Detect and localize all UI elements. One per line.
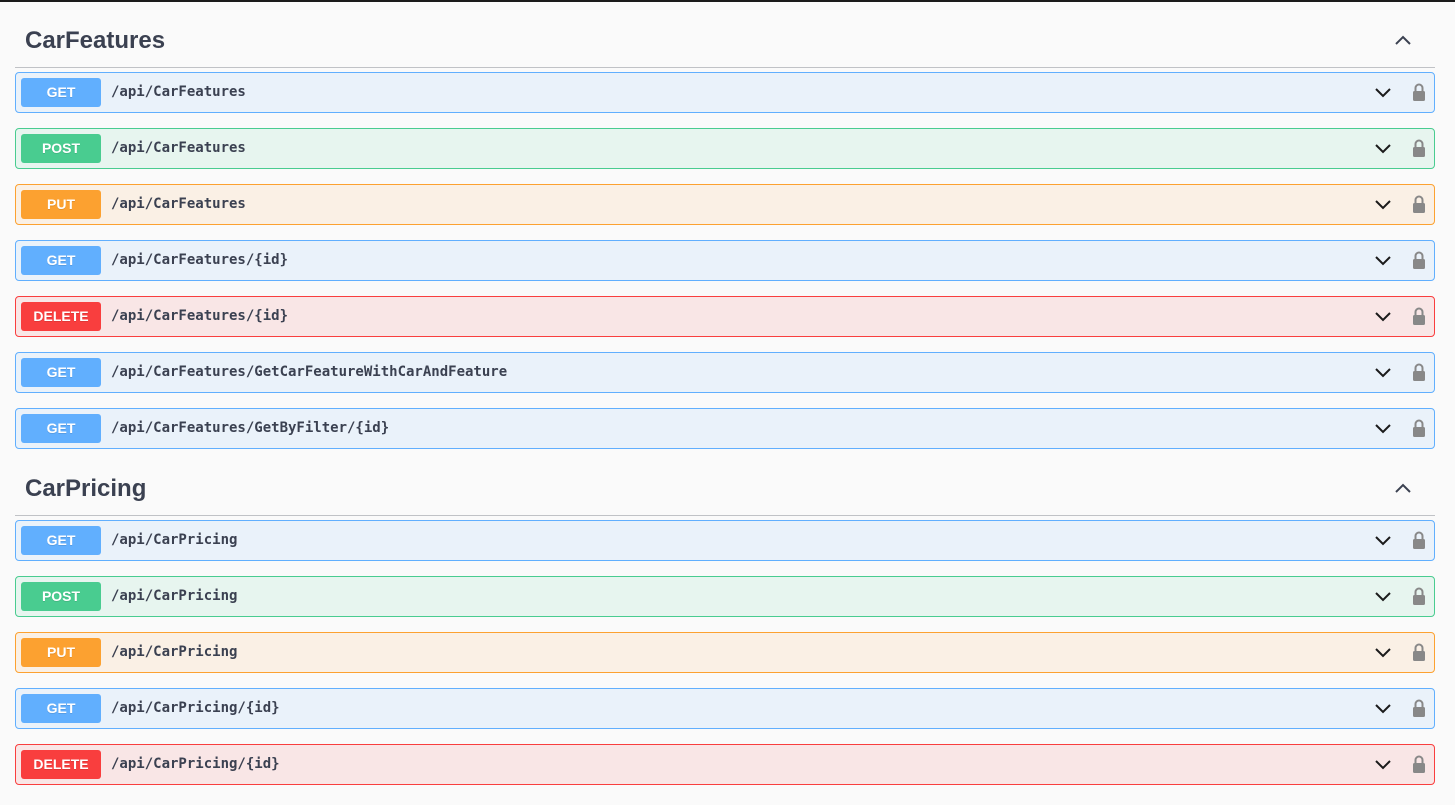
operation-path: /api/CarFeatures: [111, 84, 246, 100]
chevron-down-icon[interactable]: [1374, 646, 1392, 660]
section-title[interactable]: CarPricing: [25, 475, 147, 502]
chevron-down-icon[interactable]: [1374, 254, 1392, 268]
chevron-down-icon[interactable]: [1374, 422, 1392, 436]
tag-section-carfeatures: CarFeatures GET /api/CarFeatures POST /a…: [15, 2, 1435, 464]
method-badge: DELETE: [21, 750, 101, 779]
lock-icon[interactable]: [1412, 642, 1426, 662]
operation-path: /api/CarFeatures/{id}: [111, 252, 289, 268]
chevron-down-icon[interactable]: [1374, 366, 1392, 380]
operation-row[interactable]: GET /api/CarFeatures: [15, 72, 1435, 113]
operation-row[interactable]: GET /api/CarFeatures/{id}: [15, 240, 1435, 281]
chevron-down-icon[interactable]: [1374, 198, 1392, 212]
operation-path: /api/CarPricing: [111, 644, 238, 660]
chevron-down-icon[interactable]: [1374, 534, 1392, 548]
lock-icon[interactable]: [1412, 250, 1426, 270]
operation-row[interactable]: DELETE /api/CarFeatures/{id}: [15, 296, 1435, 337]
method-badge: PUT: [21, 638, 101, 667]
operation-row[interactable]: DELETE /api/CarPricing/{id}: [15, 744, 1435, 785]
method-badge: GET: [21, 526, 101, 555]
chevron-down-icon[interactable]: [1374, 758, 1392, 772]
operation-path: /api/CarPricing: [111, 588, 238, 604]
lock-icon[interactable]: [1412, 698, 1426, 718]
tag-header[interactable]: CarFeatures: [15, 2, 1435, 68]
operation-row[interactable]: GET /api/CarPricing/{id}: [15, 688, 1435, 729]
operation-row[interactable]: GET /api/CarPricing: [15, 520, 1435, 561]
operation-path: /api/CarFeatures: [111, 196, 246, 212]
operation-path: /api/CarFeatures/GetCarFeatureWithCarAnd…: [111, 364, 508, 380]
method-badge: GET: [21, 246, 101, 275]
lock-icon[interactable]: [1412, 306, 1426, 326]
chevron-down-icon[interactable]: [1374, 86, 1392, 100]
method-badge: GET: [21, 358, 101, 387]
operation-path: /api/CarPricing/{id}: [111, 756, 280, 772]
section-title[interactable]: CarFeatures: [25, 27, 166, 54]
operation-row[interactable]: PUT /api/CarFeatures: [15, 184, 1435, 225]
tag-header[interactable]: CarPricing: [15, 450, 1435, 516]
operation-row[interactable]: POST /api/CarPricing: [15, 576, 1435, 617]
method-badge: PUT: [21, 190, 101, 219]
method-badge: GET: [21, 414, 101, 443]
lock-icon[interactable]: [1412, 586, 1426, 606]
method-badge: DELETE: [21, 302, 101, 331]
method-badge: POST: [21, 582, 101, 611]
lock-icon[interactable]: [1412, 362, 1426, 382]
operation-row[interactable]: POST /api/CarFeatures: [15, 128, 1435, 169]
chevron-down-icon[interactable]: [1374, 310, 1392, 324]
tag-section-carpricing: CarPricing GET /api/CarPricing POST /api…: [15, 450, 1435, 800]
chevron-down-icon[interactable]: [1374, 142, 1392, 156]
lock-icon[interactable]: [1412, 138, 1426, 158]
lock-icon[interactable]: [1412, 418, 1426, 438]
operation-path: /api/CarFeatures/{id}: [111, 308, 289, 324]
lock-icon[interactable]: [1412, 194, 1426, 214]
operation-row[interactable]: GET /api/CarFeatures/GetCarFeatureWithCa…: [15, 352, 1435, 393]
operation-path: /api/CarFeatures: [111, 140, 246, 156]
chevron-down-icon[interactable]: [1374, 702, 1392, 716]
lock-icon[interactable]: [1412, 82, 1426, 102]
operation-row[interactable]: GET /api/CarFeatures/GetByFilter/{id}: [15, 408, 1435, 449]
operation-path: /api/CarFeatures/GetByFilter/{id}: [111, 420, 390, 436]
method-badge: GET: [21, 78, 101, 107]
operation-path: /api/CarPricing/{id}: [111, 700, 280, 716]
lock-icon[interactable]: [1412, 530, 1426, 550]
lock-icon[interactable]: [1412, 754, 1426, 774]
method-badge: POST: [21, 134, 101, 163]
chevron-up-icon[interactable]: [1394, 33, 1412, 47]
operation-path: /api/CarPricing: [111, 532, 238, 548]
chevron-down-icon[interactable]: [1374, 590, 1392, 604]
method-badge: GET: [21, 694, 101, 723]
chevron-up-icon[interactable]: [1394, 481, 1412, 495]
operation-row[interactable]: PUT /api/CarPricing: [15, 632, 1435, 673]
